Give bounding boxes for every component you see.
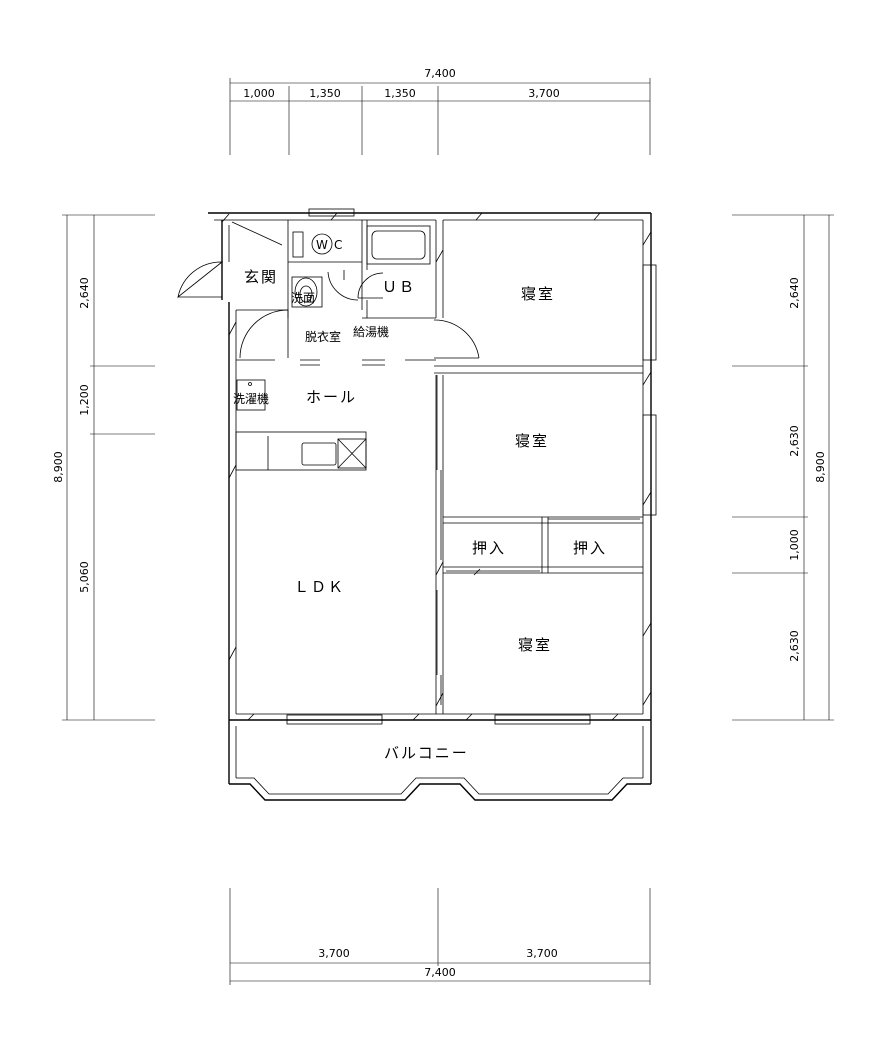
right-dimension-segment: 1,000 xyxy=(788,529,801,561)
wc-c-label: C xyxy=(334,238,342,252)
room-label-balcony: バルコニー xyxy=(384,744,469,762)
right-dimension-segment: 2,630 xyxy=(788,425,801,457)
right-total-dimension: 8,900 xyxy=(814,451,827,483)
room-label-closet-2: 押入 xyxy=(573,539,607,557)
bottom-dimension-lines xyxy=(229,888,651,985)
bottom-dimension-segment: 3,700 xyxy=(318,947,350,960)
right-dimension-segment: 2,640 xyxy=(788,277,801,309)
room-label-entrance: 玄関 xyxy=(244,268,278,286)
fixtures xyxy=(235,225,431,471)
left-dimension-segment: 5,060 xyxy=(78,561,91,593)
windows xyxy=(286,208,657,725)
wc-w-label: W xyxy=(316,238,328,252)
left-dimension-lines xyxy=(62,214,155,721)
room-label-bedroom-3: 寝室 xyxy=(518,636,552,654)
bottom-dimension-segment: 3,700 xyxy=(526,947,558,960)
room-label-hall: ホール xyxy=(306,388,357,406)
balcony xyxy=(228,720,652,801)
toilet-symbol: W C xyxy=(311,233,342,255)
left-dimension-segment: 2,640 xyxy=(78,277,91,309)
room-label-washbasin: 洗面 xyxy=(291,291,315,305)
room-label-bath: ＵＢ xyxy=(382,278,416,296)
interior-walls xyxy=(236,220,643,714)
room-label-water-heater: 給湯機 xyxy=(353,324,389,339)
top-total-dimension: 7,400 xyxy=(424,67,456,80)
room-label-washer: 洗濯機 xyxy=(233,391,269,406)
left-total-dimension: 8,900 xyxy=(52,451,65,483)
room-label-closet-1: 押入 xyxy=(472,539,506,557)
room-label-bedroom-2: 寝室 xyxy=(515,432,549,450)
top-dimension-lines xyxy=(229,78,651,155)
top-dimension-segment: 1,000 xyxy=(243,87,275,100)
room-label-dressing: 脱衣室 xyxy=(305,329,341,344)
wall-hatches xyxy=(221,212,652,721)
top-dimension-segment: 1,350 xyxy=(309,87,341,100)
bottom-total-dimension: 7,400 xyxy=(424,966,456,979)
left-dimension-segment: 1,200 xyxy=(78,384,91,416)
exterior-walls xyxy=(208,212,652,721)
room-label-bedroom-1: 寝室 xyxy=(521,285,555,303)
room-label-ldk: ＬＤＫ xyxy=(294,578,345,596)
right-dimension-segment: 2,630 xyxy=(788,630,801,662)
top-dimension-segment: 1,350 xyxy=(384,87,416,100)
doors xyxy=(177,221,480,359)
right-dimension-lines xyxy=(732,214,834,721)
top-dimension-segment: 3,700 xyxy=(528,87,560,100)
